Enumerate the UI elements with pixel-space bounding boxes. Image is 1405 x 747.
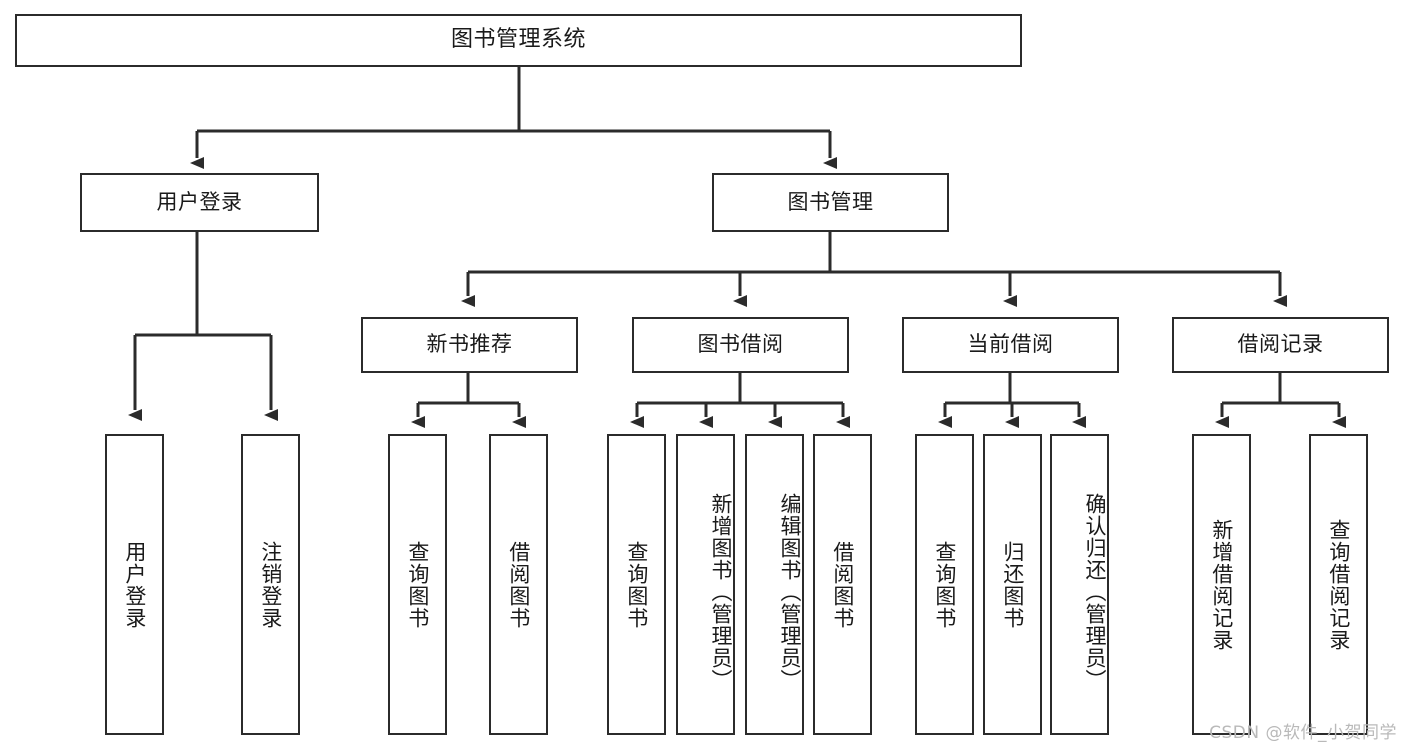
node-label: 归还图书 (1000, 540, 1025, 629)
leaf-logout: 注销登录 (241, 434, 300, 735)
node-label: 用户登录 (122, 540, 147, 629)
leaf-query-book-borrow: 查询图书 (607, 434, 666, 735)
node-label: 图书管理 (787, 189, 874, 214)
node-new-book-recommend: 新书推荐 (361, 317, 578, 373)
node-user-login: 用户登录 (80, 173, 319, 232)
node-label: 查询图书 (932, 540, 957, 629)
node-label: 当前借阅 (967, 332, 1054, 357)
node-label: 图书管理系统 (450, 27, 586, 53)
node-label: 借阅图书 (830, 540, 855, 629)
leaf-borrow-book-recommend: 借阅图书 (489, 434, 548, 735)
node-label: 查询图书 (624, 540, 649, 629)
node-borrow-records: 借阅记录 (1172, 317, 1389, 373)
node-label: 查询图书 (405, 540, 430, 629)
node-label: 图书借阅 (697, 332, 784, 357)
node-label: 编辑图书（管理员） (778, 492, 802, 691)
node-label: 注销登录 (258, 540, 283, 629)
node-current-borrow: 当前借阅 (902, 317, 1119, 373)
node-label: 查询借阅记录 (1326, 518, 1351, 651)
node-label: 确认归还（管理员） (1083, 492, 1107, 691)
node-book-management: 图书管理 (712, 173, 949, 232)
leaf-edit-book-admin: 编辑图书（管理员） (745, 434, 804, 735)
leaf-confirm-return-admin: 确认归还（管理员） (1050, 434, 1109, 735)
csdn-watermark: CSDN @软件_小贺同学 (1209, 723, 1397, 743)
node-book-borrow: 图书借阅 (632, 317, 849, 373)
leaf-query-book-current: 查询图书 (915, 434, 974, 735)
leaf-add-book-admin: 新增图书（管理员） (676, 434, 735, 735)
leaf-borrow-book: 借阅图书 (813, 434, 872, 735)
node-label: 借阅记录 (1237, 332, 1324, 357)
node-label: 借阅图书 (506, 540, 531, 629)
node-label: 新书推荐 (426, 332, 513, 357)
node-label: 用户登录 (156, 189, 243, 214)
node-label: 新增借阅记录 (1209, 518, 1234, 651)
leaf-user-login: 用户登录 (105, 434, 164, 735)
node-root-system: 图书管理系统 (15, 14, 1022, 67)
leaf-query-borrow-record: 查询借阅记录 (1309, 434, 1368, 735)
leaf-query-book-recommend: 查询图书 (388, 434, 447, 735)
leaf-return-book: 归还图书 (983, 434, 1042, 735)
leaf-add-borrow-record: 新增借阅记录 (1192, 434, 1251, 735)
node-label: 新增图书（管理员） (709, 492, 733, 691)
